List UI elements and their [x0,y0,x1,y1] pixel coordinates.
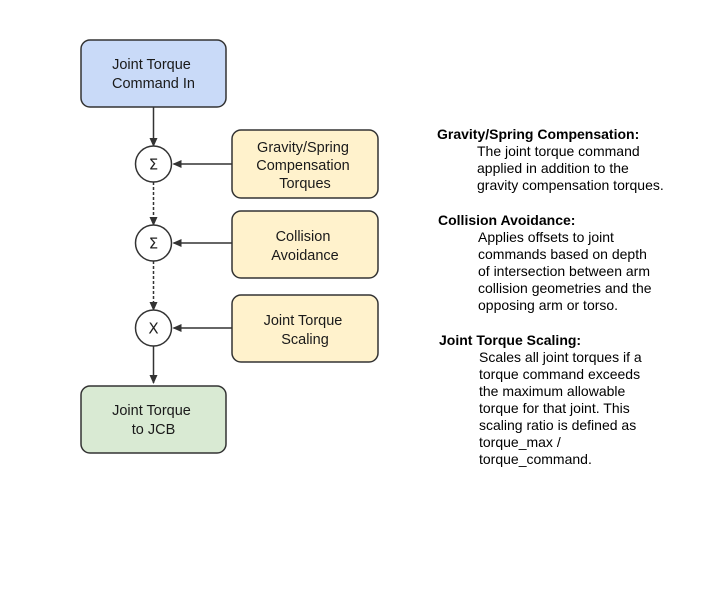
input-box: Joint Torque Command In [80,39,227,108]
sum-operator-1: Σ [134,145,173,183]
scaling-box-line-1: Joint Torque [264,313,343,329]
scaling-description-line: torque_max / [479,434,561,450]
collision-box-line-1: Collision [276,229,331,245]
output-box: Joint Torque to JCB [80,385,227,454]
gravity-description-line: gravity compensation torques. [477,177,664,193]
sum-operator-2-symbol: Σ [149,235,158,253]
scaling-box-line-2: Scaling [281,332,329,348]
gravity-description-line: The joint torque command [477,143,640,159]
gravity-box-line-1: Gravity/Spring [257,140,349,156]
collision-description-line: Applies offsets to joint [478,229,614,245]
scaling-description-line: torque command exceeds [479,366,641,382]
torque-scaling-box: Joint Torque Scaling [231,294,379,363]
svg-text:Joint Torque Command In: Joint Torque Command In [112,57,195,92]
collision-description-line: opposing arm or torso. [478,297,619,313]
gravity-box-line-2: Compensation [256,158,350,174]
output-box-line-1: Joint Torque [112,403,191,419]
multiply-operator-symbol: X [148,320,158,338]
collision-box-line-2: Avoidance [271,248,338,264]
gravity-description: Gravity/Spring Compensation: The joint t… [437,126,664,194]
collision-description-line: collision geometries and the [478,280,652,296]
gravity-box-line-3: Torques [279,176,331,192]
collision-description-line: of intersection between arm [478,263,650,279]
collision-avoidance-box: Collision Avoidance [231,210,379,279]
collision-description: Collision Avoidance: Applies offsets to … [438,212,652,314]
input-box-line-1: Joint Torque [112,57,191,73]
gravity-description-title: Gravity/Spring Compensation: [437,126,640,142]
output-box-line-2: to JCB [132,422,176,438]
gravity-description-line: applied in addition to the [477,160,629,176]
svg-text:Joint Torque to JCB: Joint Torque to JCB [112,403,195,438]
svg-text:Collision Avoidance: Collision Avoidance [271,229,338,264]
gravity-compensation-box: Gravity/Spring Compensation Torques [231,129,379,199]
scaling-description-line: Scales all joint torques if a [479,349,642,365]
input-box-line-2: Command In [112,76,195,92]
scaling-description: Joint Torque Scaling: Scales all joint t… [439,332,642,468]
svg-text:Gravity/Spring Compensat: Gravity/Spring Compensation Torques [256,140,354,192]
multiply-operator: X [134,309,173,347]
sum-operator-1-symbol: Σ [149,156,158,174]
scaling-description-line: torque for that joint. This [479,400,630,416]
scaling-description-line: the maximum allowable [479,383,626,399]
scaling-description-title: Joint Torque Scaling: [439,332,582,348]
collision-description-title: Collision Avoidance: [438,212,576,228]
sum-operator-2: Σ [134,224,173,262]
svg-text:Joint Torque Scaling: Joint Torque Scaling [264,313,347,348]
scaling-description-line: torque_command. [479,451,592,467]
scaling-description-line: scaling ratio is defined as [479,417,637,433]
collision-description-line: commands based on depth [478,246,647,262]
